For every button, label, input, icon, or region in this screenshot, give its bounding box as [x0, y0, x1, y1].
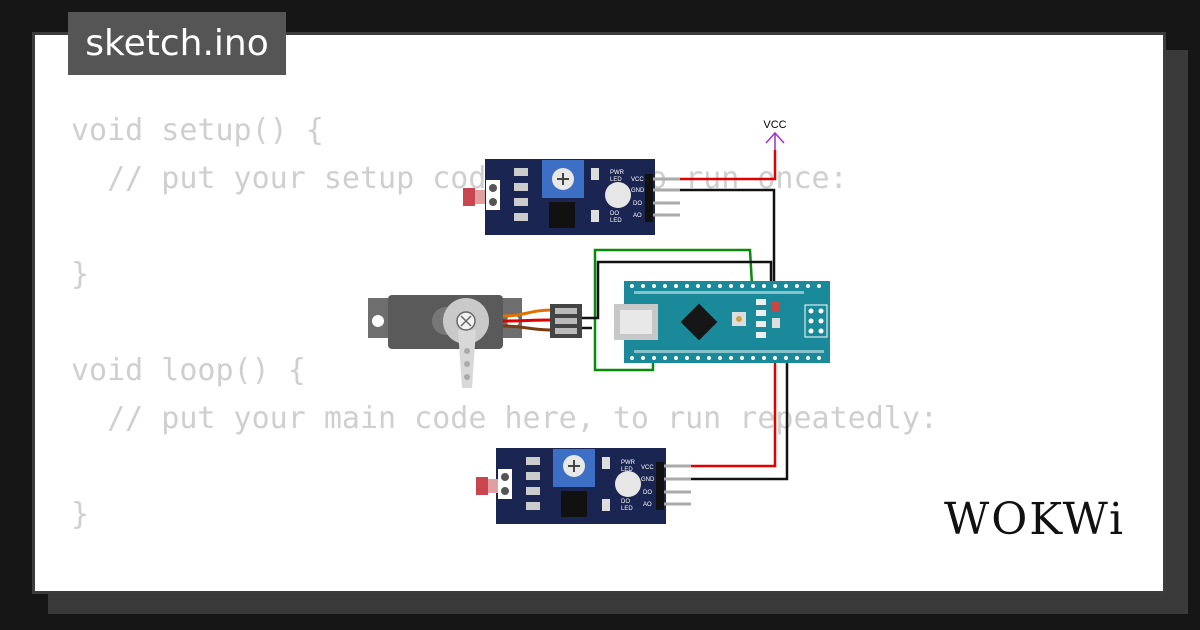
svg-text:GND: GND: [631, 188, 645, 194]
svg-text:PWR: PWR: [610, 170, 625, 176]
wire-vcc-top: [672, 150, 777, 181]
code-line: void loop() {: [71, 353, 306, 388]
header-pins-top: [630, 284, 821, 288]
svg-text:LED: LED: [621, 506, 633, 512]
arduino-nano[interactable]: [614, 281, 830, 363]
vcc-label: VCC: [763, 119, 786, 131]
light-sensor-module-top[interactable]: PWR LED DO LED VCC GND DO AO: [463, 159, 680, 235]
wire-servo-gnd: [582, 260, 773, 320]
code-line: // put your main code here, to run repea…: [71, 401, 938, 436]
vcc-symbol: VCC: [763, 119, 787, 150]
wire-green-signal: [593, 248, 754, 372]
code-line: }: [71, 257, 90, 292]
file-tab[interactable]: sketch.ino: [68, 12, 286, 75]
wires: [582, 150, 789, 481]
light-sensor-module-bottom[interactable]: PWR LED DO LED VCC GND DO AO: [476, 448, 691, 524]
wire-vcc-bottom: [668, 356, 777, 468]
code-line: }: [71, 497, 90, 532]
wire-gnd-top: [672, 188, 776, 288]
code-line: void setup() {: [71, 113, 324, 148]
svg-text:VCC: VCC: [631, 177, 644, 183]
svg-text:AO: AO: [643, 502, 652, 508]
svg-text:VCC: VCC: [641, 465, 654, 471]
svg-text:GND: GND: [641, 477, 655, 483]
svg-text:DO: DO: [643, 490, 652, 496]
header-pins-bottom: [630, 356, 821, 360]
svg-text:LED: LED: [610, 218, 622, 224]
svg-text:PWR: PWR: [621, 460, 636, 466]
servo-motor[interactable]: [368, 295, 582, 388]
svg-text:AO: AO: [633, 213, 642, 219]
svg-text:DO: DO: [610, 211, 619, 217]
svg-text:LED: LED: [621, 467, 633, 473]
wire-gnd-bottom: [668, 356, 789, 481]
svg-text:DO: DO: [633, 201, 642, 207]
svg-text:LED: LED: [610, 177, 622, 183]
wokwi-logo: WOKWi: [944, 494, 1126, 545]
svg-text:DO: DO: [621, 499, 630, 505]
